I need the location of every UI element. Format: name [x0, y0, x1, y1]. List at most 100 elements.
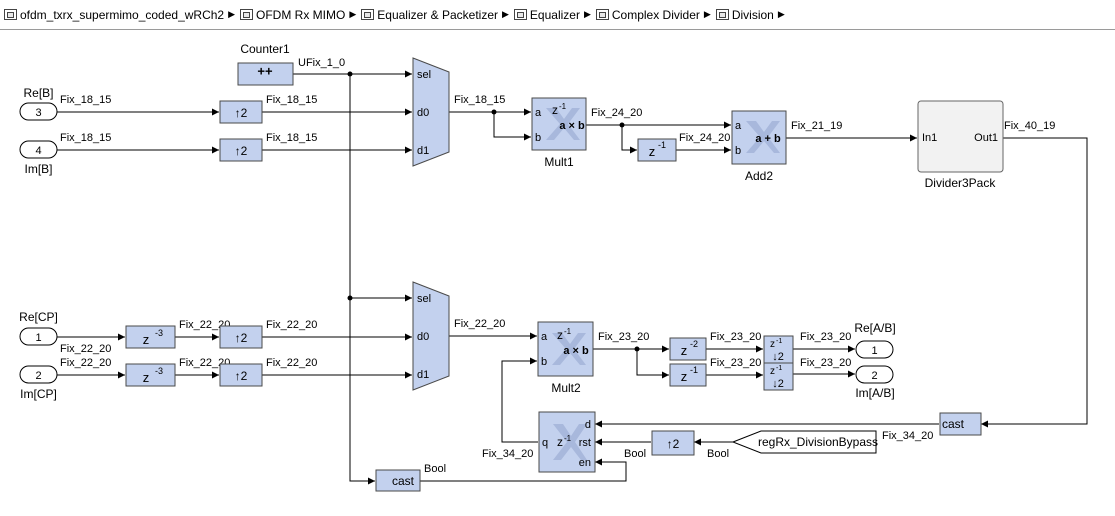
divider3pack-subsystem[interactable]: In1 Out1 Divider3Pack — [917, 100, 1004, 190]
signal-label: Fix_23_20 — [710, 331, 761, 343]
delay-z: z — [143, 370, 150, 385]
breadcrumb-item-equalizer-packetizer[interactable]: Equalizer & Packetizer — [361, 8, 498, 22]
port-name: Im[A/B] — [855, 386, 894, 400]
breadcrumb-item-division[interactable]: Division — [715, 8, 774, 22]
signal-label: UFix_1_0 — [298, 57, 345, 69]
subsystem-icon — [595, 9, 609, 20]
port-name: Re[CP] — [19, 310, 58, 324]
upsample-block-re-cp[interactable]: ↑2 — [219, 325, 263, 349]
mult2-block[interactable]: a b z -1 a × b Mult2 — [537, 321, 594, 395]
signal-wires — [57, 70, 1088, 485]
block-name: Divider3Pack — [925, 176, 997, 190]
operation: a + b — [755, 133, 781, 145]
upsample-block-im-b[interactable]: ↑2 — [219, 138, 263, 162]
delay-block-im-cp[interactable]: z -3 — [125, 363, 176, 387]
port-label: b — [535, 132, 541, 144]
signal-label: Fix_34_20 — [482, 448, 533, 460]
signal-label: Bool — [707, 448, 729, 460]
delay-block-z2[interactable]: z -2 — [669, 337, 707, 361]
signal-label: Fix_18_15 — [60, 94, 111, 106]
signal-label: Fix_24_20 — [591, 107, 642, 119]
mux-block-b[interactable]: sel d0 d1 — [412, 57, 450, 167]
downsample-block-re[interactable]: z -1 ↓2 — [763, 335, 794, 364]
port-name: Re[B] — [23, 86, 53, 100]
delay-block-mult1[interactable]: z -1 — [637, 138, 677, 162]
latency-z: z — [552, 103, 558, 117]
port-label: In1 — [922, 132, 937, 144]
signal-label: Fix_18_15 — [454, 94, 505, 106]
port-label: b — [541, 356, 547, 368]
delay-z: z — [681, 343, 688, 358]
delay-block-re-cp[interactable]: z -3 — [125, 325, 176, 349]
mux-block-cp[interactable]: sel d0 d1 — [412, 281, 450, 391]
inport-re-cp[interactable]: 1 Re[CP] — [19, 310, 58, 346]
port-name: Re[A/B] — [854, 321, 895, 335]
signal-label: Bool — [424, 463, 446, 475]
signal-label: Fix_40_19 — [1004, 120, 1055, 132]
inport-re-b[interactable]: 3 Re[B] — [19, 86, 58, 121]
cast-block-right[interactable]: cast — [939, 412, 982, 436]
block-name: Mult2 — [551, 381, 581, 395]
breadcrumb-label: Complex Divider — [611, 7, 700, 22]
add2-block[interactable]: a b a + b Add2 — [731, 110, 787, 183]
cast-block-bottom[interactable]: cast — [375, 469, 421, 492]
breadcrumb-item-ofdm-rx[interactable]: OFDM Rx MIMO — [240, 8, 345, 22]
delay-z: z — [681, 369, 688, 384]
port-number: 1 — [871, 345, 877, 357]
xilinx-logo-icon — [746, 121, 780, 153]
goto-tag-division-bypass[interactable]: regRx_DivisionBypass — [731, 430, 878, 454]
port-label: Out1 — [974, 132, 998, 144]
breadcrumb-label: ofdm_txrx_supermimo_coded_wRCh2 — [20, 7, 225, 22]
signal-label: Bool — [624, 448, 646, 460]
inport-im-cp[interactable]: 2 Im[CP] — [19, 365, 58, 401]
breadcrumb-label: Equalizer & Packetizer — [377, 7, 498, 22]
outport-re-ab[interactable]: 1 Re[A/B] — [854, 321, 896, 359]
breadcrumb-label: Equalizer — [529, 7, 580, 22]
delay-exponent: -1 — [776, 365, 782, 372]
downsample-block-im[interactable]: z -1 ↓2 — [763, 362, 794, 391]
port-label: d1 — [417, 369, 429, 381]
signal-label: Fix_22_20 — [266, 319, 317, 331]
delay-block-z1[interactable]: z -1 — [669, 363, 707, 387]
delay-z: z — [143, 332, 150, 347]
port-label: a — [735, 120, 742, 132]
signal-labels: UFix_1_0 Fix_18_15 Fix_18_15 Fix_18_15 F… — [60, 57, 1055, 475]
port-number: 2 — [35, 370, 41, 382]
delay-exponent: -1 — [690, 365, 698, 375]
xilinx-logo-icon — [546, 108, 580, 140]
upsample-block-re-b[interactable]: ↑2 — [219, 100, 263, 124]
upsample-label: ↑2 — [235, 144, 248, 158]
breadcrumb-label: OFDM Rx MIMO — [256, 7, 346, 22]
breadcrumb-item-equalizer[interactable]: Equalizer — [513, 7, 580, 22]
breadcrumb-item-top-model[interactable]: ofdm_txrx_supermimo_coded_wRCh2 — [4, 8, 224, 22]
port-number: 3 — [35, 107, 41, 119]
goto-label: regRx_DivisionBypass — [758, 435, 878, 449]
breadcrumb-item-complex-divider[interactable]: Complex Divider — [595, 7, 700, 22]
register-block[interactable]: q d rst en z -1 — [538, 411, 596, 473]
counter-glyph: ++ — [257, 63, 273, 78]
port-name: Im[B] — [24, 162, 52, 176]
subsystem-icon — [4, 9, 17, 20]
signal-label: Fix_22_20 — [454, 318, 505, 330]
delay-z: z — [770, 339, 775, 350]
downsample-label: ↓2 — [772, 351, 784, 363]
counter1-block[interactable]: ++ Counter1 — [237, 42, 294, 86]
upsample-block-im-cp[interactable]: ↑2 — [219, 363, 263, 387]
delay-exponent: -3 — [155, 328, 163, 338]
signal-label: Fix_23_20 — [710, 357, 761, 369]
delay-exponent: -1 — [776, 338, 782, 345]
signal-label: Fix_18_15 — [266, 132, 317, 144]
operation: a × b — [559, 120, 585, 132]
triangle-right-icon: ▶ — [228, 9, 236, 19]
outport-im-ab[interactable]: 2 Im[A/B] — [855, 365, 895, 400]
signal-label: Fix_24_20 — [679, 132, 730, 144]
upsample-block-bypass[interactable]: ↑2 — [651, 430, 695, 456]
triangle-right-icon: ▶ — [703, 9, 711, 19]
port-number: 2 — [871, 370, 877, 382]
signal-label: Fix_23_20 — [800, 357, 851, 369]
model-canvas[interactable]: UFix_1_0 Fix_18_15 Fix_18_15 Fix_18_15 F… — [0, 31, 1115, 516]
inport-im-b[interactable]: 4 Im[B] — [19, 140, 58, 176]
cast-label: cast — [942, 417, 965, 431]
upsample-label: ↑2 — [667, 437, 680, 451]
mult1-block[interactable]: a b z -1 a × b Mult1 — [531, 97, 587, 169]
